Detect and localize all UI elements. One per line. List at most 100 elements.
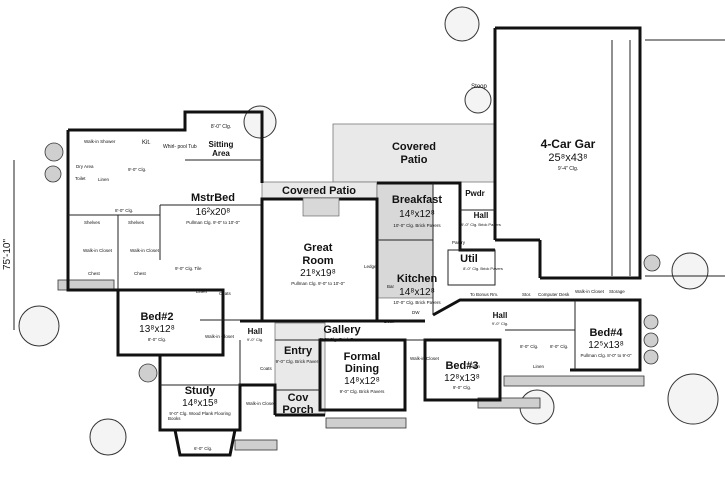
svg-text:Bed#2: Bed#2 bbox=[140, 311, 173, 323]
svg-text:9'-0" Clg. Brick Pavers: 9'-0" Clg. Brick Pavers bbox=[461, 222, 501, 227]
dimension-line: 75'-10" bbox=[2, 160, 15, 330]
fireplace bbox=[302, 197, 340, 217]
svg-text:Dining: Dining bbox=[345, 363, 379, 375]
svg-text:16²x20⁸: 16²x20⁸ bbox=[196, 207, 231, 218]
svg-text:Bed#3: Bed#3 bbox=[445, 360, 478, 372]
svg-text:14⁸x12⁸: 14⁸x12⁸ bbox=[344, 376, 380, 387]
covered-patio-right-area bbox=[332, 123, 496, 183]
cov-porch-label: Cov Porch bbox=[282, 392, 313, 416]
room-ceiling: 9'-4" Clg. bbox=[558, 166, 578, 172]
entry-label: Entry 9'-0" Clg. Brick Pavers bbox=[276, 345, 321, 364]
svg-text:Bar: Bar bbox=[387, 284, 395, 289]
svg-text:Linen: Linen bbox=[533, 364, 545, 369]
study-label: Study 14⁸x15⁸ 9'-0" Clg. Wood Plank Floo… bbox=[169, 385, 231, 416]
svg-text:Desk: Desk bbox=[384, 319, 395, 324]
formal-dining-label: Formal Dining 14⁸x12⁸ 9'-0" Clg. Brick P… bbox=[340, 351, 385, 394]
svg-text:Chest: Chest bbox=[134, 271, 147, 276]
svg-text:14⁸x12⁸: 14⁸x12⁸ bbox=[399, 287, 435, 298]
svg-text:10'-0" Clg. Brick Pavers: 10'-0" Clg. Brick Pavers bbox=[393, 223, 441, 228]
svg-text:9'-0" Clg.: 9'-0" Clg. bbox=[492, 321, 508, 326]
svg-text:Walk-in Closet: Walk-in Closet bbox=[410, 356, 440, 361]
svg-text:12⁵x13⁸: 12⁵x13⁸ bbox=[588, 340, 624, 351]
svg-text:Cov: Cov bbox=[288, 392, 310, 404]
svg-text:Porch: Porch bbox=[282, 404, 313, 416]
garage-label: 4-Car Gar 25⁸x43⁸ 9'-4" Clg. bbox=[541, 137, 596, 172]
stoop-label: Stoop bbox=[471, 84, 487, 90]
svg-text:21⁸x19⁸: 21⁸x19⁸ bbox=[300, 268, 336, 279]
svg-text:Walk-in Closet: Walk-in Closet bbox=[246, 401, 276, 406]
svg-text:8'-0" Clg.: 8'-0" Clg. bbox=[211, 124, 231, 130]
svg-text:Ledge: Ledge bbox=[364, 264, 377, 269]
svg-text:Hall: Hall bbox=[493, 311, 508, 320]
landscaping bbox=[18, 6, 719, 456]
pwdr-label: Pwdr bbox=[465, 189, 485, 198]
svg-text:9'-0" Clg. Brick Pavers: 9'-0" Clg. Brick Pavers bbox=[320, 337, 365, 342]
breakfast-label: Breakfast 14⁸x12⁸ 10'-0" Clg. Brick Pave… bbox=[392, 194, 442, 228]
great-room-label: Great Room 21⁸x19⁸ Pullman Clg. 9'-0" to… bbox=[291, 242, 345, 286]
hall-upper-label: Hall 9'-0" Clg. Brick Pavers bbox=[461, 211, 501, 227]
svg-text:Area: Area bbox=[212, 149, 230, 158]
svg-text:DW: DW bbox=[412, 310, 420, 315]
svg-text:8'-0" Clg. Brick Pavers: 8'-0" Clg. Brick Pavers bbox=[463, 266, 503, 271]
svg-text:Linen: Linen bbox=[98, 177, 110, 182]
driveway bbox=[611, 39, 725, 277]
svg-text:Walk-in Closet: Walk-in Closet bbox=[575, 289, 605, 294]
svg-text:Walk-in Closet: Walk-in Closet bbox=[130, 248, 160, 253]
covered-patio-right-label: Covered Patio bbox=[392, 141, 436, 166]
svg-text:Coats: Coats bbox=[260, 366, 273, 371]
svg-text:Hall: Hall bbox=[474, 211, 489, 220]
svg-text:9'-0" Clg. Brick Pavers: 9'-0" Clg. Brick Pavers bbox=[276, 359, 321, 364]
svg-text:Walk-in Closet: Walk-in Closet bbox=[205, 334, 235, 339]
svg-text:12⁸x13⁸: 12⁸x13⁸ bbox=[444, 373, 480, 384]
svg-text:8'-0" Clg.: 8'-0" Clg. bbox=[520, 344, 538, 349]
svg-text:Gallery: Gallery bbox=[323, 324, 361, 336]
svg-text:14⁸x12⁸: 14⁸x12⁸ bbox=[399, 209, 435, 220]
gallery-label: Gallery 9'-0" Clg. Brick Pavers bbox=[320, 324, 365, 342]
svg-text:Study: Study bbox=[185, 385, 216, 397]
util-label: Util 8'-0" Clg. Brick Pavers bbox=[460, 253, 503, 271]
svg-text:14⁸x15⁸: 14⁸x15⁸ bbox=[182, 398, 218, 409]
svg-text:Shelves: Shelves bbox=[128, 220, 145, 225]
svg-text:Storage: Storage bbox=[609, 289, 625, 294]
svg-text:8'-0" Clg.: 8'-0" Clg. bbox=[115, 208, 133, 213]
svg-text:Shelves: Shelves bbox=[84, 220, 101, 225]
svg-text:Pantry: Pantry bbox=[452, 240, 466, 245]
svg-text:13⁸x12⁸: 13⁸x12⁸ bbox=[139, 324, 175, 335]
hall-left-label: Hall 9'-0" Clg. bbox=[247, 327, 263, 342]
master-bed-label: MstrBed 16²x20⁸ Pullman Clg. 9'-0" to 10… bbox=[186, 192, 240, 225]
svg-text:8'-0" Clg.: 8'-0" Clg. bbox=[550, 344, 568, 349]
walls bbox=[66, 26, 642, 457]
svg-text:Great: Great bbox=[304, 242, 333, 254]
svg-text:Linen: Linen bbox=[196, 289, 208, 294]
svg-text:Pullman Clg. 9'-0" to 10'-0": Pullman Clg. 9'-0" to 10'-0" bbox=[291, 281, 345, 286]
svg-text:Entry: Entry bbox=[284, 345, 313, 357]
svg-text:Patio: Patio bbox=[401, 154, 428, 166]
hall-right-label: Hall 9'-0" Clg. bbox=[492, 311, 508, 326]
svg-text:Chest: Chest bbox=[88, 271, 101, 276]
svg-text:To Bonus Rm.: To Bonus Rm. bbox=[470, 292, 498, 297]
entry-porch-area bbox=[274, 322, 326, 416]
bed2-label: Bed#2 13⁸x12⁸ 8'-0" Clg. bbox=[139, 311, 175, 342]
svg-text:Coats: Coats bbox=[219, 291, 232, 296]
covered-patio-label: Covered Patio bbox=[282, 185, 356, 197]
fixture-labels: Walk-in Shower Dry Area Toilet Linen 9'-… bbox=[75, 139, 625, 451]
room-size: 25⁸x43⁸ bbox=[548, 152, 587, 164]
svg-text:6'-0" Clg.: 6'-0" Clg. bbox=[194, 446, 212, 451]
svg-text:Util: Util bbox=[460, 253, 478, 265]
svg-text:Formal: Formal bbox=[344, 351, 381, 363]
svg-text:Stor.: Stor. bbox=[522, 292, 531, 297]
svg-text:Hall: Hall bbox=[248, 327, 263, 336]
svg-text:Books: Books bbox=[168, 416, 181, 421]
svg-text:MstrBed: MstrBed bbox=[191, 192, 235, 204]
svg-text:9'-0" Clg.: 9'-0" Clg. bbox=[453, 385, 471, 390]
svg-text:Bed#4: Bed#4 bbox=[589, 327, 623, 339]
svg-text:9'-0" Clg. Tile: 9'-0" Clg. Tile bbox=[175, 266, 202, 271]
svg-text:9'-0" Clg. Wood Plank Flooring: 9'-0" Clg. Wood Plank Flooring bbox=[169, 411, 231, 416]
svg-text:Dry Area: Dry Area bbox=[76, 164, 94, 169]
svg-text:9'-0" Clg. Brick Pavers: 9'-0" Clg. Brick Pavers bbox=[340, 389, 385, 394]
svg-text:Sitting: Sitting bbox=[209, 140, 234, 149]
kit-label: Kit. bbox=[142, 140, 151, 146]
svg-text:Pullman Clg. 9'-0" to 10'-0": Pullman Clg. 9'-0" to 10'-0" bbox=[186, 220, 240, 225]
whirlpool-label: Whirl- pool Tub bbox=[163, 144, 197, 150]
